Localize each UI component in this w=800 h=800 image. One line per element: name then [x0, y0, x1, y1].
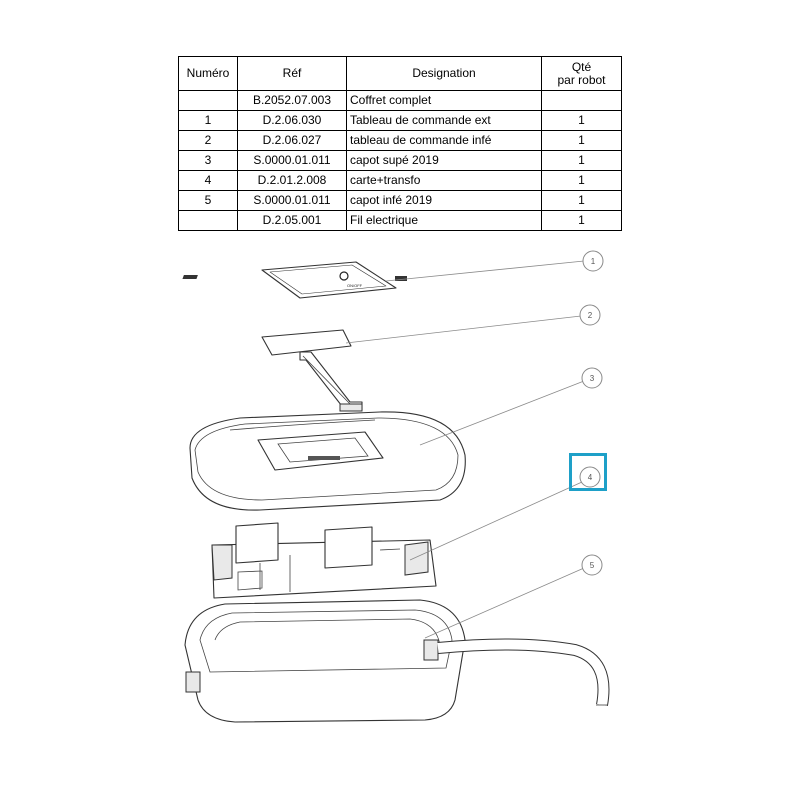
right-connector	[423, 639, 439, 661]
header-qte: Qté par robot	[541, 56, 622, 91]
left-connector	[185, 671, 201, 693]
parts-table: Numéro Réf Designation Qté par robot B.2…	[178, 56, 622, 231]
part-lower-cover	[184, 599, 610, 723]
leader-line-3	[419, 380, 585, 446]
callout-circle-1	[582, 250, 604, 272]
power-icon	[339, 271, 349, 281]
callout-circle-5	[581, 554, 603, 576]
callout-label-4: 4	[588, 473, 593, 482]
part-upper-cover	[189, 411, 466, 511]
table-header-row: Numéro Réf Designation Qté par robot	[178, 56, 622, 91]
header-numero: Numéro	[178, 56, 238, 91]
table-row: 1 D.2.06.030 Tableau de commande ext 1	[178, 110, 622, 131]
cell-ref: D.2.05.001	[237, 210, 347, 231]
table-row: D.2.05.001 Fil electrique 1	[178, 210, 622, 231]
cell-designation: Coffret complet	[346, 90, 542, 111]
part-board-transfo	[211, 522, 437, 599]
callout-circle-4	[579, 466, 601, 488]
cell-designation: Tableau de commande ext	[346, 110, 542, 131]
callout-label-2: 2	[588, 311, 593, 320]
callout-label-5: 5	[590, 561, 595, 570]
cell-qte: 1	[541, 210, 622, 231]
header-ref: Réf	[237, 56, 347, 91]
cell-designation: Fil electrique	[346, 210, 542, 231]
header-qte-line2: par robot	[557, 72, 606, 87]
callout-circle-2	[579, 304, 601, 326]
table-row: 5 S.0000.01.011 capot infé 2019 1	[178, 190, 622, 211]
cell-designation: tableau de commande infé	[346, 130, 542, 151]
cell-ref: D.2.01.2.008	[237, 170, 347, 191]
table-row: 2 D.2.06.027 tableau de commande infé 1	[178, 130, 622, 151]
part-control-panel-ext: ON/OFF	[182, 261, 407, 299]
header-qte-line1: Qté	[571, 59, 592, 74]
table-row: 4 D.2.01.2.008 carte+transfo 1	[178, 170, 622, 191]
leader-line-4	[409, 481, 583, 561]
cell-ref: S.0000.01.011	[237, 190, 347, 211]
part-control-panel-inf	[261, 329, 363, 412]
panel-onoff-label: ON/OFF	[347, 283, 363, 288]
callout-label-1: 1	[591, 257, 596, 266]
callout-label-3: 3	[590, 374, 595, 383]
cell-designation: capot infé 2019	[346, 190, 542, 211]
leader-line-1	[385, 260, 585, 282]
callout-circle-3	[581, 367, 603, 389]
leader-line-5	[424, 567, 585, 639]
table-row: 3 S.0000.01.011 capot supé 2019 1	[178, 150, 622, 171]
leader-line-2	[345, 315, 582, 344]
callout-4-highlight[interactable]	[569, 453, 607, 491]
